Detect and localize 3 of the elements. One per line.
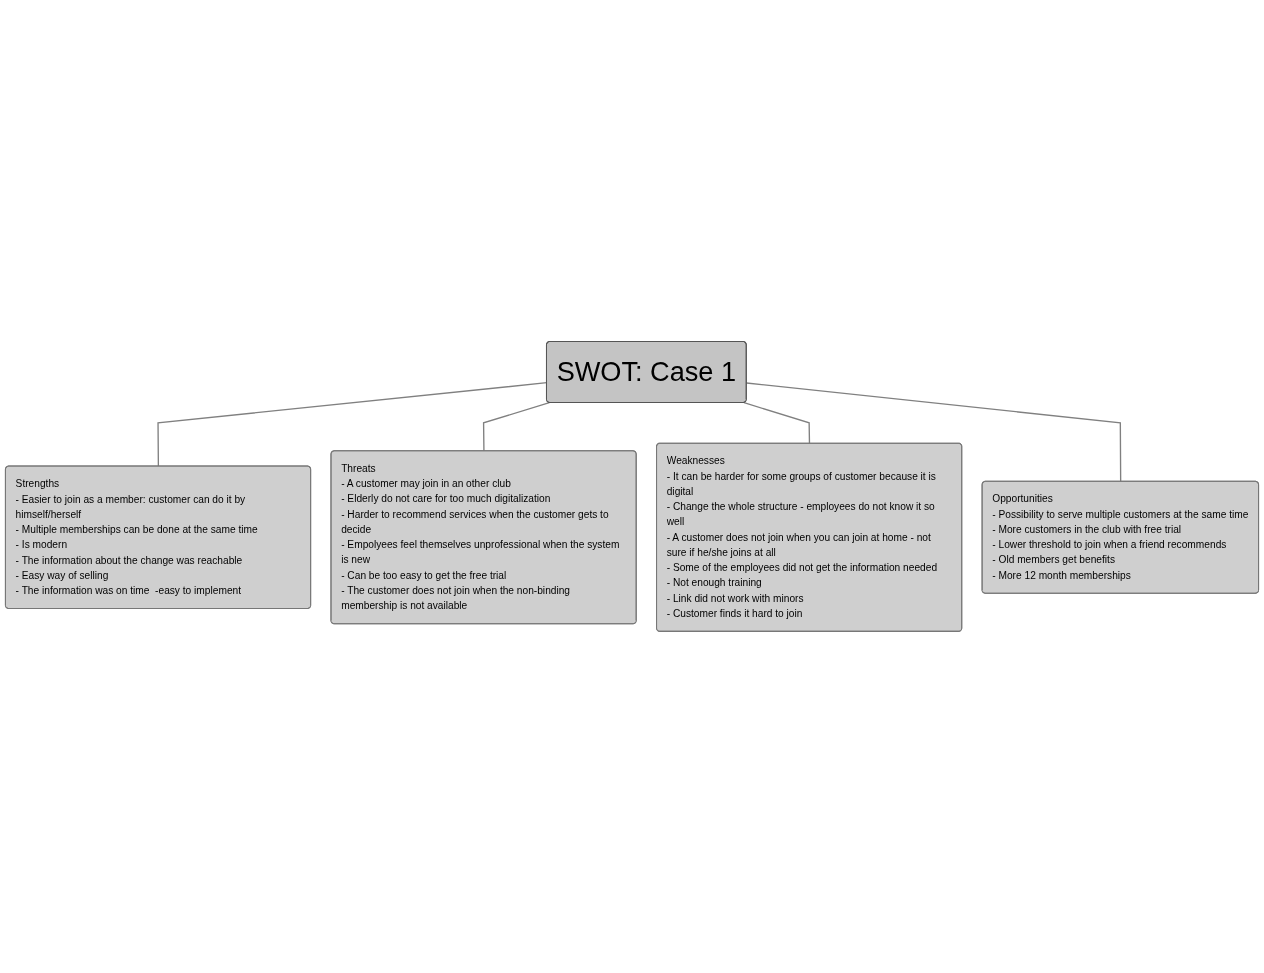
connector xyxy=(482,402,551,452)
connector xyxy=(743,402,811,445)
connector xyxy=(745,382,1122,483)
